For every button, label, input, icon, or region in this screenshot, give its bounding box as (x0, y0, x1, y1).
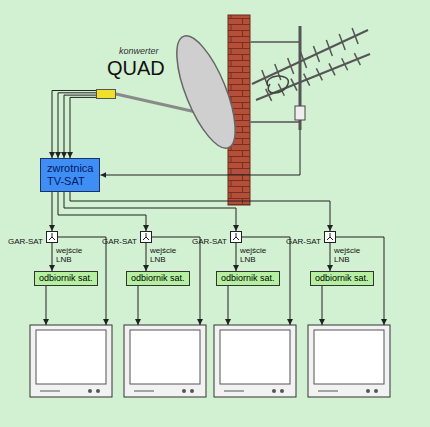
cable-connector (58, 93, 96, 158)
splitter-label: GAR-SAT (192, 237, 227, 246)
antenna-dipole-box (295, 106, 305, 120)
splitter-symbol: GAR-SAT (46, 231, 58, 243)
input-label: wejście LNB (56, 246, 90, 264)
receiver-box: odbiornik sat. (34, 271, 98, 286)
receiver-box: odbiornik sat. (216, 271, 280, 286)
cable-connector (58, 192, 146, 231)
cable-connector (52, 91, 96, 159)
antenna-boom (256, 54, 370, 100)
input-label: wejście LNB (334, 246, 368, 264)
splitter-glyph (47, 232, 57, 242)
box-label: odbiornik sat. (315, 273, 369, 284)
splitter-glyph (325, 232, 335, 242)
tv-set (214, 325, 296, 397)
input-label: wejście LNB (240, 246, 274, 264)
splitter-symbol: GAR-SAT (140, 231, 152, 243)
cable-connector (330, 243, 331, 271)
tv-set (308, 325, 390, 397)
antenna-elements (262, 28, 360, 101)
cable-connector (70, 192, 330, 231)
box-label: zwrotnica TV-SAT (47, 162, 93, 188)
splitter-symbol: GAR-SAT (324, 231, 336, 243)
diplexer-box: zwrotnica TV-SAT (40, 158, 100, 192)
antenna-loop (267, 76, 288, 93)
splitter-glyph (231, 232, 241, 242)
tv-set (30, 325, 112, 397)
splitter-label: GAR-SAT (8, 237, 43, 246)
cable-connector (64, 95, 96, 158)
lnb-converter: konwerterQUAD (96, 89, 116, 99)
splitter-label: GAR-SAT (102, 237, 137, 246)
splitter-glyph (141, 232, 151, 242)
cable (322, 286, 323, 325)
converter-caption: konwerter (119, 46, 159, 56)
splitter-symbol: GAR-SAT (230, 231, 242, 243)
satellite-dish (165, 29, 247, 155)
cable (46, 286, 47, 325)
cable-connector (64, 192, 236, 231)
box-label: odbiornik sat. (131, 273, 185, 284)
cable-connector (236, 243, 237, 271)
mast-bracket (250, 41, 300, 43)
mast-bracket (250, 121, 300, 123)
box-label: odbiornik sat. (39, 273, 93, 284)
cable-connector (52, 192, 53, 231)
converter-arm (116, 94, 196, 112)
input-label: wejście LNB (150, 246, 184, 264)
box-label: odbiornik sat. (221, 273, 275, 284)
receiver-box: odbiornik sat. (126, 271, 190, 286)
cable-connector (70, 97, 96, 158)
receiver-box: odbiornik sat. (310, 271, 374, 286)
cable-connector (146, 243, 147, 271)
cable (100, 130, 300, 175)
cable-connector (52, 243, 53, 271)
tv-set (124, 325, 206, 397)
antenna-boom (252, 30, 368, 84)
cable (138, 286, 139, 325)
splitter-label: GAR-SAT (286, 237, 321, 246)
converter-title: QUAD (107, 57, 165, 79)
cable (228, 286, 229, 325)
